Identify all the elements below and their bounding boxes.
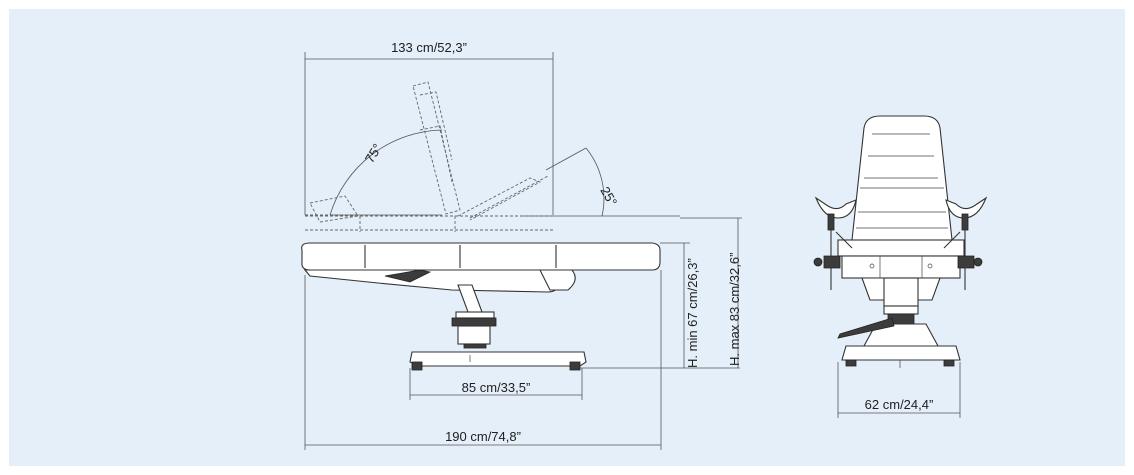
dimension-label-base-depth: 85 cm/33,5”: [462, 380, 531, 395]
dashed-alternate-positions: [305, 81, 553, 232]
side-view: 133 cm/52,3” 75° 25°: [301, 40, 742, 450]
chair-flat-position: [301, 242, 661, 371]
dimension-label-height-max: H. max 83 cm/32,6”: [727, 253, 742, 366]
leg-holder-right: [943, 196, 988, 290]
dimension-base-width: 62 cm/24,4”: [837, 362, 961, 418]
angle-arc-backrest: 75°: [329, 129, 443, 216]
angle-arc-legrest: 25°: [520, 147, 680, 217]
front-view: 62 cm/24,4”: [813, 115, 988, 418]
dimension-total-length: 190 cm/74,8”: [304, 270, 662, 450]
dimension-height-min: H. min 67 cm/26,3”: [580, 242, 740, 369]
dimension-height-max: H. max 83 cm/32,6”: [680, 217, 742, 368]
dimension-label-base-width: 62 cm/24,4”: [865, 397, 934, 412]
dimension-base-depth: 85 cm/33,5”: [409, 368, 583, 400]
dimension-label-total-length: 190 cm/74,8”: [445, 429, 521, 444]
dimension-backrest-span: 133 cm/52,3”: [304, 40, 554, 215]
dimension-label-backrest-span: 133 cm/52,3”: [391, 40, 467, 55]
angle-label-legrest: 25°: [597, 184, 620, 209]
angle-label-backrest: 75°: [362, 141, 385, 166]
leg-holder-left: [813, 196, 857, 290]
dimension-label-height-min: H. min 67 cm/26,3”: [685, 258, 700, 368]
